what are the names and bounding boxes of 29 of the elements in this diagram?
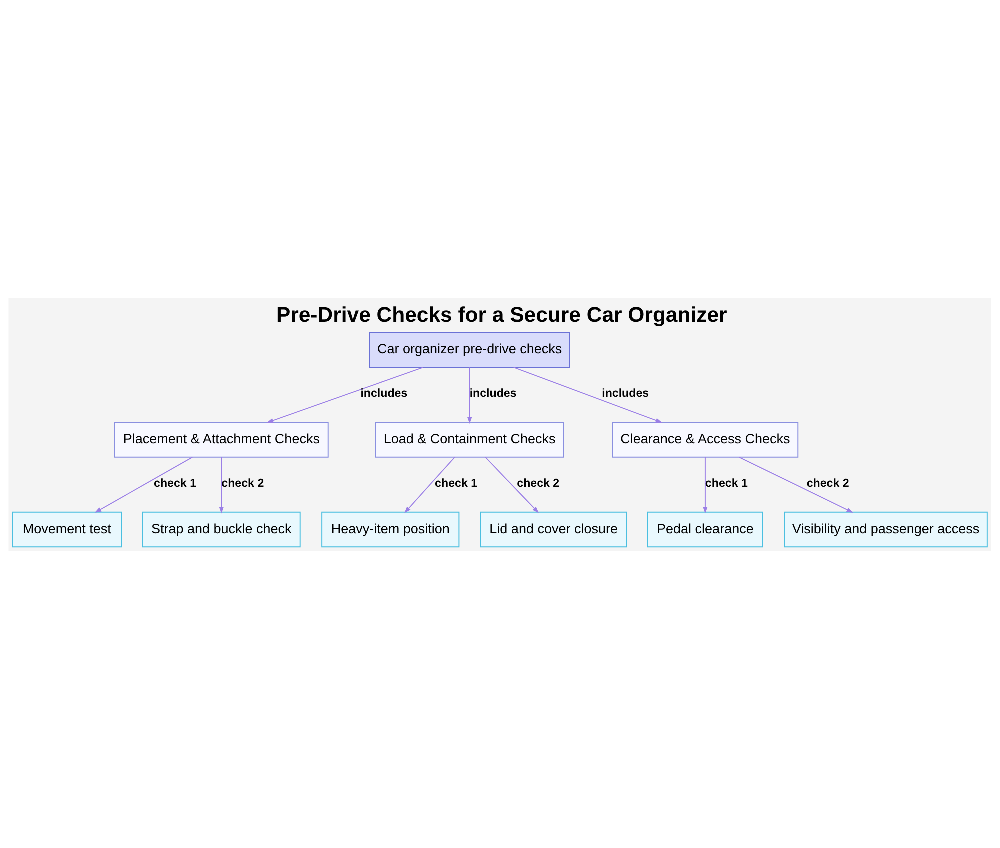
edge-label: check 1 bbox=[435, 477, 478, 490]
edge-label: check 2 bbox=[806, 477, 850, 490]
edge-label: includes bbox=[602, 388, 650, 400]
arrow bbox=[703, 456, 708, 514]
edge-label: includes bbox=[470, 388, 517, 400]
node-box: Clearance & Access Checks bbox=[612, 422, 799, 458]
node-box: Visibility and passenger access bbox=[784, 511, 988, 548]
node-box: Lid and cover closure bbox=[480, 511, 628, 548]
arrow bbox=[485, 456, 540, 513]
node-box: Pedal clearance bbox=[648, 511, 764, 548]
arrow bbox=[404, 456, 456, 513]
arrow bbox=[513, 366, 663, 422]
edge-label: check 1 bbox=[154, 477, 197, 490]
node-box: Placement & Attachment Checks bbox=[114, 422, 329, 458]
diagram-title: Pre-Drive Checks for a Secure Car Organizer bbox=[276, 302, 728, 326]
edge-label: check 2 bbox=[222, 477, 264, 490]
edge-label: includes bbox=[360, 388, 408, 400]
arrow bbox=[738, 456, 854, 512]
node-box: Load & Containment Checks bbox=[375, 422, 564, 458]
node-box: Heavy-item position bbox=[322, 511, 460, 548]
edge-label: check 1 bbox=[705, 477, 748, 490]
arrow bbox=[467, 366, 472, 424]
node-box: Car organizer pre-drive checks bbox=[369, 332, 570, 368]
arrow bbox=[94, 456, 194, 513]
arrow bbox=[219, 456, 224, 514]
node-box: Strap and buckle check bbox=[142, 511, 301, 548]
node-box: Movement test bbox=[12, 511, 122, 548]
arrow bbox=[266, 366, 424, 422]
edge-label: check 2 bbox=[517, 477, 560, 490]
